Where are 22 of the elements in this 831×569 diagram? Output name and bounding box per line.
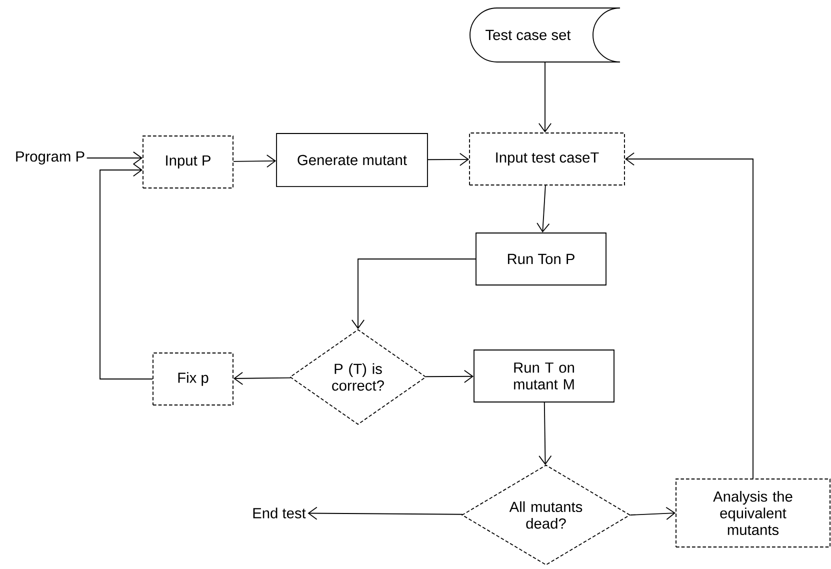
arrow [100,163,153,380]
arrow [233,372,292,385]
arrow [86,151,143,165]
end-label: End test [253,508,306,518]
arrow [536,185,550,233]
arrow [233,154,276,168]
arrow [427,152,470,166]
arrow [630,506,676,520]
arrow [538,402,552,465]
process-box: Run Ton P [476,232,606,286]
input-box: Input test caseT [469,132,625,186]
input-box: Input P [142,136,234,188]
input-label: Program P [16,151,84,165]
arrow [425,370,474,383]
arrow [308,506,464,520]
process-box: Fix p [152,352,234,406]
arrow [624,152,754,479]
process-box: Run T on mutant M [474,350,614,402]
arrow [538,62,552,133]
arrow [351,258,476,330]
process-box: Generate mutant [276,133,428,187]
process-box: Analysis the equivalent mutants [676,478,830,548]
